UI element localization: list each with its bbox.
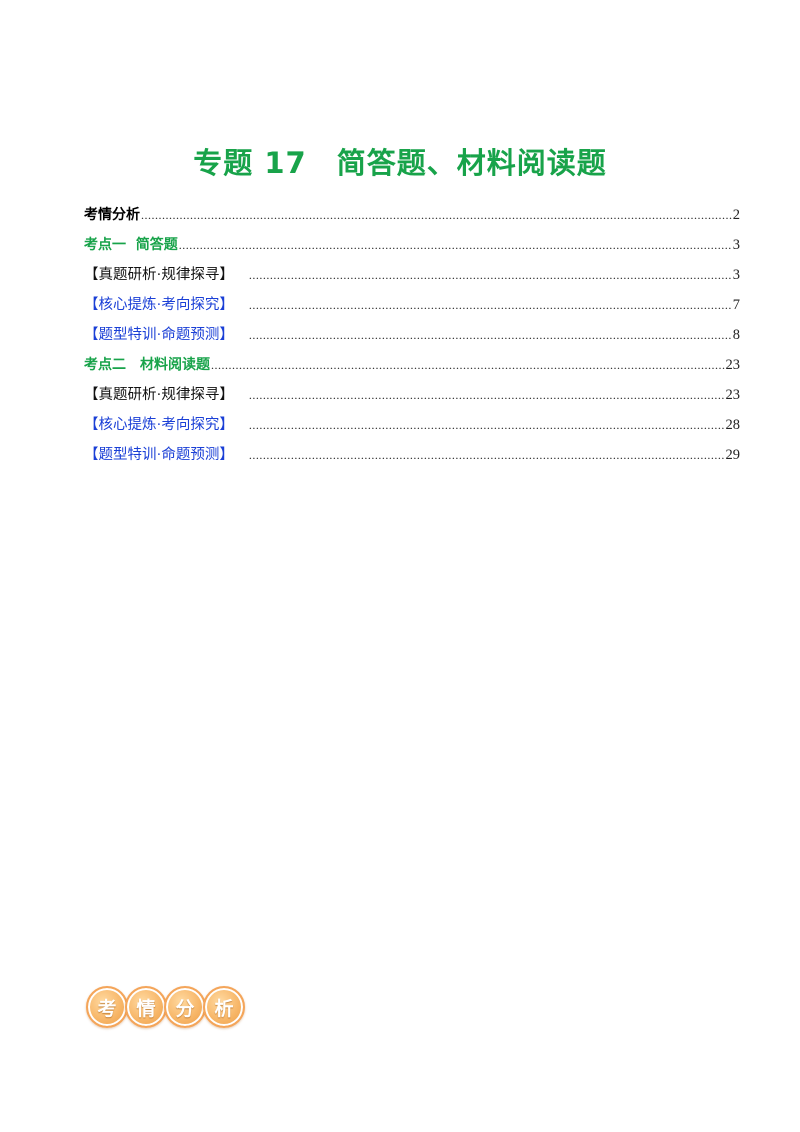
- toc-dot-leader: [249, 380, 725, 410]
- toc-entry[interactable]: 考情分析 2: [84, 200, 740, 230]
- toc-page-number: 3: [732, 267, 740, 283]
- toc-page-number: 3: [732, 237, 740, 253]
- toc-entry-label: 【题型特训·命题预测】: [84, 327, 234, 343]
- table-of-contents: 考情分析 2 考点一 简答题 3 【真题研析·规律探寻】 3 【核心提炼·考向探…: [84, 200, 740, 470]
- toc-entry-label: 【真题研析·规律探寻】: [84, 387, 234, 403]
- toc-page-number: 7: [732, 297, 740, 313]
- toc-entry-label: 【真题研析·规律探寻】: [84, 267, 234, 283]
- toc-dot-leader: [179, 230, 732, 260]
- badge-coin: 析: [203, 986, 245, 1028]
- toc-dot-leader: [249, 410, 725, 440]
- badge-coin: 情: [125, 986, 167, 1028]
- toc-entry[interactable]: 【核心提炼·考向探究】 7: [84, 290, 740, 320]
- toc-dot-leader: [141, 200, 732, 230]
- section-badge-kaoqing-fenxi: 考 情 分 析: [86, 986, 245, 1028]
- badge-coin: 考: [86, 986, 128, 1028]
- toc-page-number: 29: [725, 447, 741, 463]
- toc-entry-label: 考点二 材料阅读题: [84, 357, 210, 373]
- toc-dot-leader: [211, 350, 725, 380]
- toc-dot-leader: [249, 440, 725, 470]
- document-title: 专题 17 简答题、材料阅读题: [193, 146, 607, 180]
- toc-entry-label: 【核心提炼·考向探究】: [84, 417, 234, 433]
- toc-page-number: 2: [732, 207, 740, 223]
- toc-dot-leader: [249, 320, 732, 350]
- toc-entry-label: 考点一 简答题: [84, 237, 178, 253]
- toc-entry[interactable]: 【题型特训·命题预测】 29: [84, 440, 740, 470]
- toc-entry[interactable]: 考点二 材料阅读题 23: [84, 350, 740, 380]
- toc-dot-leader: [249, 290, 732, 320]
- toc-entry[interactable]: 考点一 简答题 3: [84, 230, 740, 260]
- toc-entry[interactable]: 【核心提炼·考向探究】 28: [84, 410, 740, 440]
- toc-entry-label: 【题型特训·命题预测】: [84, 447, 234, 463]
- toc-page-number: 23: [725, 357, 741, 373]
- toc-entry-label: 【核心提炼·考向探究】: [84, 297, 234, 313]
- toc-entry-label: 考情分析: [84, 207, 140, 223]
- toc-page-number: 23: [725, 387, 741, 403]
- toc-entry[interactable]: 【真题研析·规律探寻】 3: [84, 260, 740, 290]
- toc-dot-leader: [249, 260, 732, 290]
- toc-page-number: 8: [732, 327, 740, 343]
- badge-coin: 分: [164, 986, 206, 1028]
- toc-entry[interactable]: 【题型特训·命题预测】 8: [84, 320, 740, 350]
- toc-entry[interactable]: 【真题研析·规律探寻】 23: [84, 380, 740, 410]
- toc-page-number: 28: [725, 417, 741, 433]
